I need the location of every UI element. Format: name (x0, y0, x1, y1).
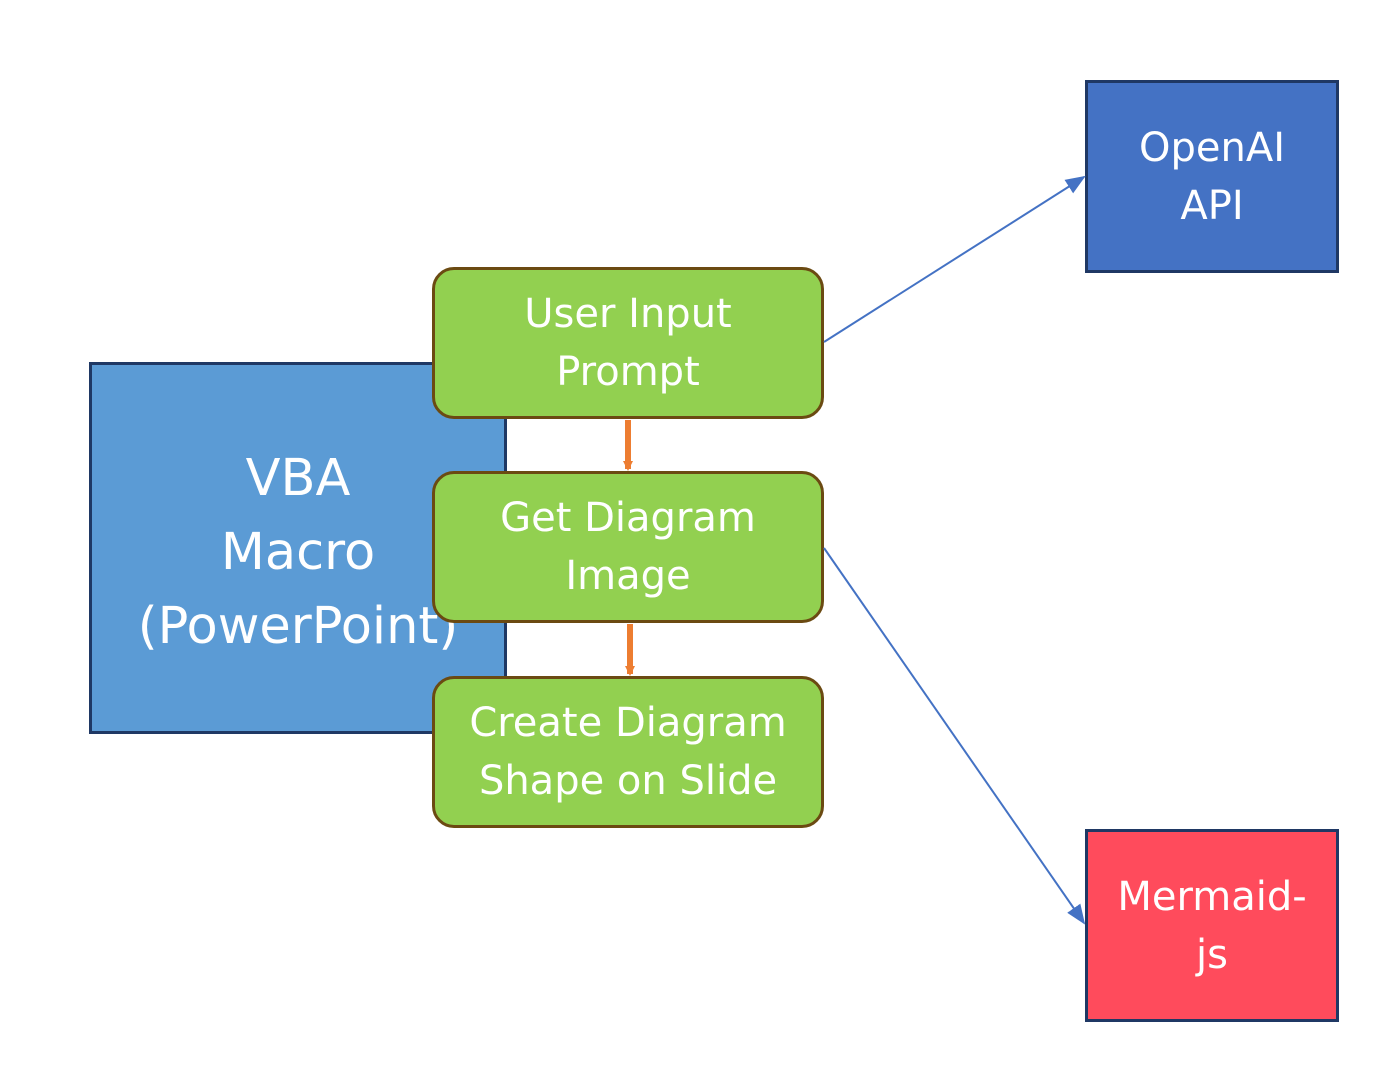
openai-line-2: API (1180, 182, 1244, 229)
vba-line-2: Macro (220, 523, 376, 582)
openai-line-1: OpenAI (1139, 124, 1285, 171)
step3-line-1: Create Diagram (469, 700, 787, 746)
step3-line-2: Shape on Slide (478, 758, 778, 804)
vba-line-3: (PowerPoint) (137, 597, 459, 656)
step-get-diagram-image: Get Diagram Image (432, 471, 824, 623)
vba-line-1: VBA (245, 449, 351, 508)
step1-line-2: Prompt (556, 349, 700, 395)
step2-line-1: Get Diagram (500, 495, 756, 541)
mermaid-js-box: Mermaid- js (1085, 829, 1339, 1022)
step-user-input-prompt: User Input Prompt (432, 267, 824, 419)
step2-line-2: Image (565, 553, 691, 599)
mermaid-line-1: Mermaid- (1117, 873, 1307, 920)
link-arrow-to-mermaid (823, 547, 1086, 925)
openai-api-box: OpenAI API (1085, 80, 1339, 273)
step1-line-1: User Input (524, 291, 732, 337)
step-create-diagram-shape: Create Diagram Shape on Slide (432, 676, 824, 828)
link-arrow-to-openai (823, 175, 1086, 343)
mermaid-line-2: js (1196, 931, 1228, 978)
